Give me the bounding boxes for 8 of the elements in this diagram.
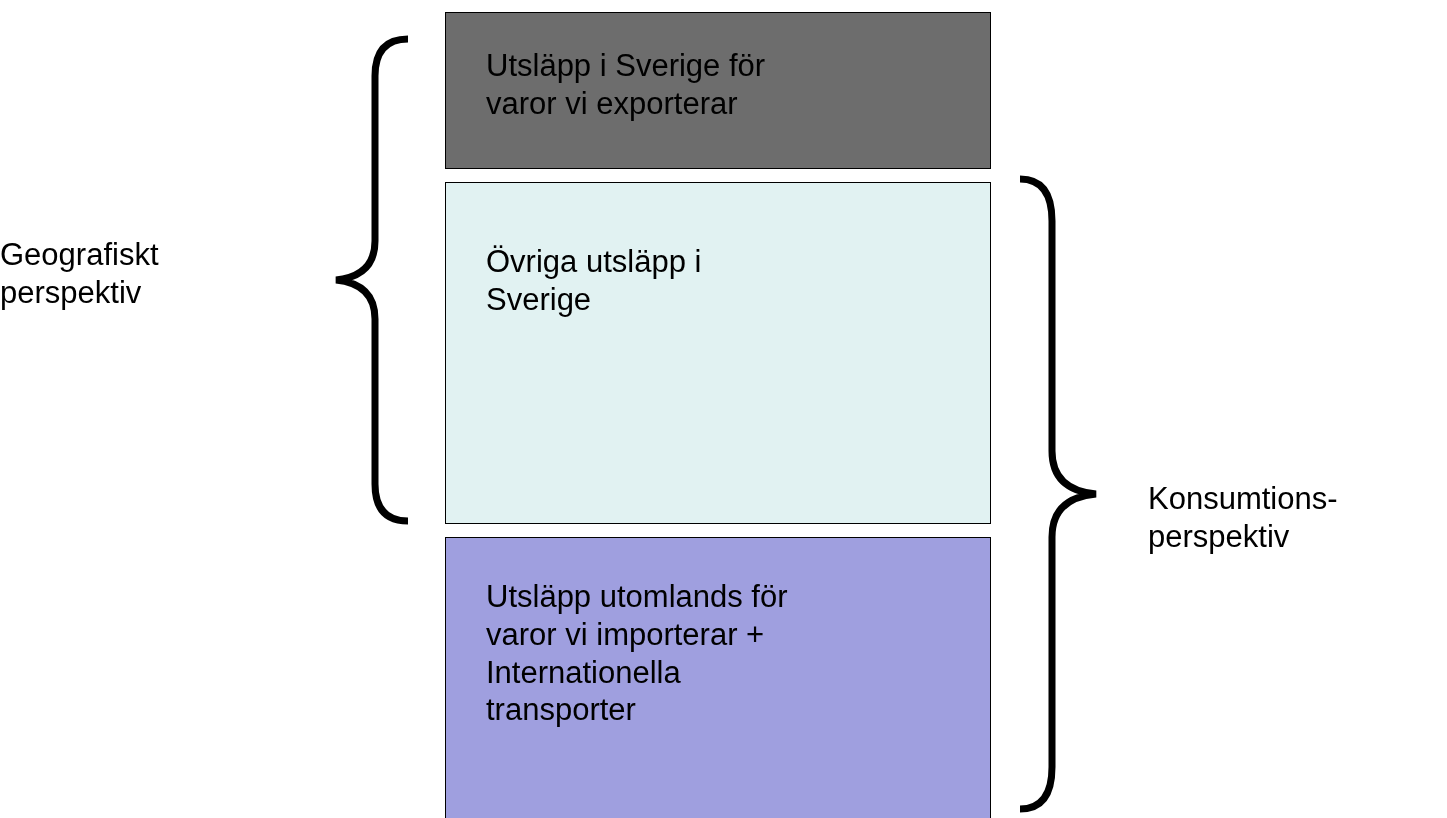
brace-label: Konsumtions- perspektiv xyxy=(1148,480,1338,556)
brace-label: Geografiskt perspektiv xyxy=(0,236,160,312)
box-text: Övriga utsläpp i Sverige xyxy=(486,243,703,319)
box-text: Utsläpp i Sverige för varor vi exporterar xyxy=(486,47,767,123)
box-text: Utsläpp utomlands för varor vi importerar + Internationella transporter xyxy=(486,578,789,730)
stacked-box xyxy=(445,182,991,524)
stacked-box xyxy=(445,537,991,818)
stacked-box xyxy=(445,12,991,169)
